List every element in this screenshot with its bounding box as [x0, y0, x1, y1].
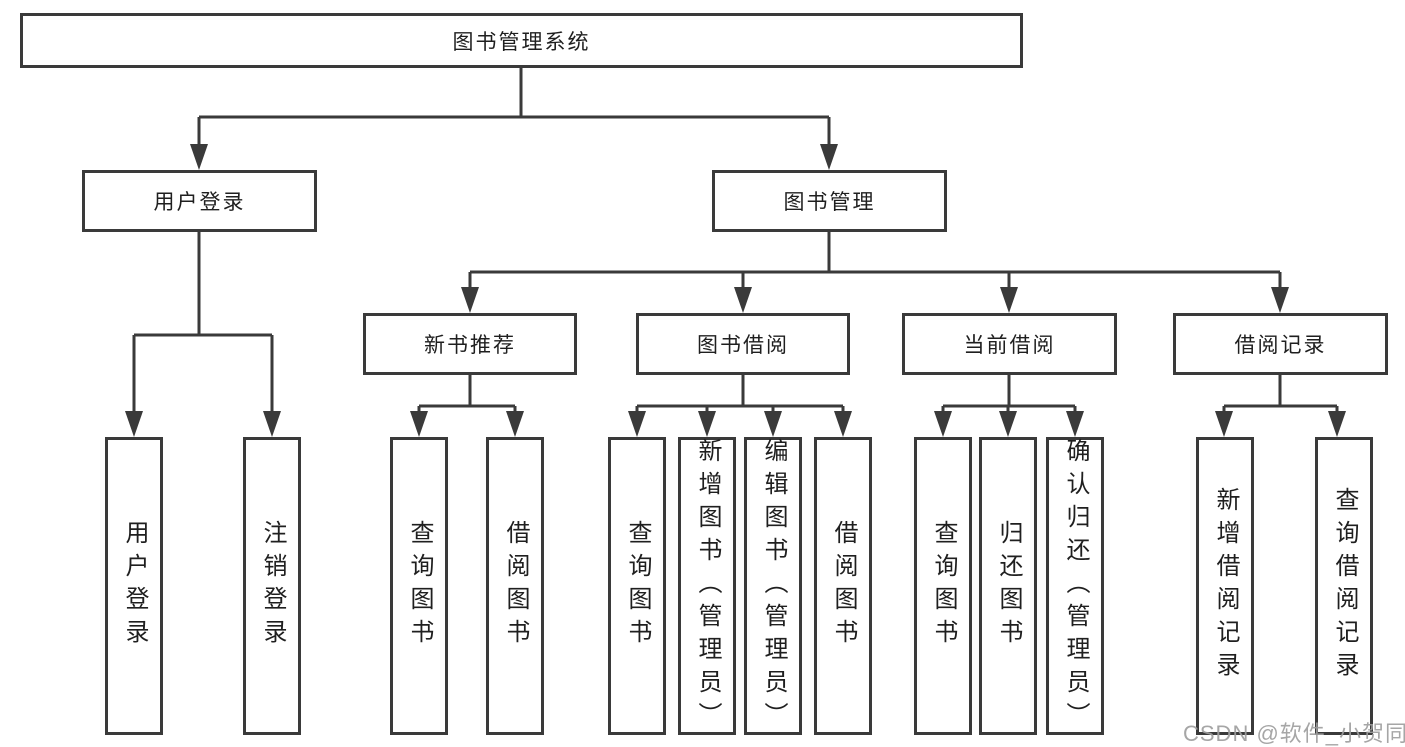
node-book-management: 图书管理 [712, 170, 947, 232]
node-label: 图书管理 [783, 191, 876, 214]
node-label: 图书借阅 [697, 334, 789, 357]
leaf-logout: 注销登录 [243, 437, 301, 735]
leaf-return-books: 归还图书 [979, 437, 1037, 735]
node-label: 注销登录 [259, 520, 286, 652]
leaf-confirm-return-admin: 确认归还（管理员） [1046, 437, 1104, 735]
node-library-management-system: 图书管理系统 [20, 13, 1023, 68]
node-label: 查询图书 [930, 520, 957, 652]
node-borrowing-records: 借阅记录 [1173, 313, 1388, 375]
leaf-user-login: 用户登录 [105, 437, 163, 735]
leaf-query-books-borrow: 查询图书 [608, 437, 666, 735]
node-current-borrowing: 当前借阅 [902, 313, 1117, 375]
node-label: 新增图书（管理员） [694, 437, 721, 735]
node-label: 归还图书 [995, 520, 1022, 652]
node-label: 查询借阅记录 [1331, 487, 1358, 685]
csdn-watermark: CSDN @软件_小贺同学 [1183, 721, 1405, 746]
node-label: 图书管理系统 [452, 30, 591, 54]
leaf-add-borrow-record: 新增借阅记录 [1196, 437, 1254, 735]
leaf-borrow-books: 借阅图书 [814, 437, 872, 735]
node-label: 新书推荐 [424, 334, 516, 357]
node-label: 查询图书 [406, 520, 433, 652]
node-label: 新增借阅记录 [1212, 487, 1239, 685]
node-label: 确认归还（管理员） [1062, 437, 1089, 735]
leaf-query-borrow-record: 查询借阅记录 [1315, 437, 1373, 735]
node-label: 用户登录 [153, 191, 246, 214]
leaf-query-books-current: 查询图书 [914, 437, 972, 735]
node-book-borrowing: 图书借阅 [636, 313, 850, 375]
node-label: 当前借阅 [963, 334, 1056, 357]
node-label: 借阅图书 [502, 520, 529, 652]
node-label: 借阅图书 [830, 520, 857, 652]
node-new-book-recommendation: 新书推荐 [363, 313, 577, 375]
node-label: 编辑图书（管理员） [760, 437, 787, 735]
node-user-login: 用户登录 [82, 170, 317, 232]
node-label: 查询图书 [624, 520, 651, 652]
leaf-add-books-admin: 新增图书（管理员） [678, 437, 736, 735]
node-label: 用户登录 [121, 520, 148, 652]
arrowhead-icons [125, 144, 1346, 437]
node-label: 借阅记录 [1234, 334, 1327, 357]
leaf-borrow-books-recommend: 借阅图书 [486, 437, 544, 735]
leaf-edit-books-admin: 编辑图书（管理员） [744, 437, 802, 735]
leaf-query-books-recommend: 查询图书 [390, 437, 448, 735]
